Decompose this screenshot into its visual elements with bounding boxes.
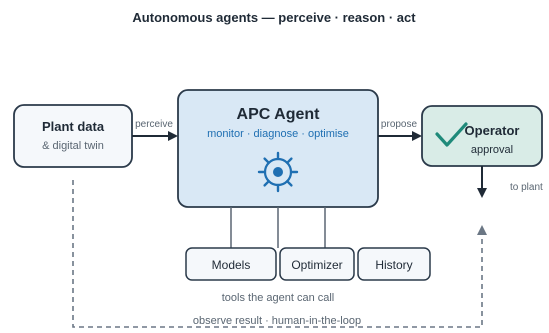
tool-optimizer: Optimizer	[279, 247, 355, 281]
diagram-title: Autonomous agents — perceive · reason · …	[132, 10, 416, 25]
operator-node: Operator approval	[421, 105, 543, 167]
apc-agent-node: APC Agent monitor · diagnose · optimise	[177, 89, 379, 208]
plant-data-title: Plant data	[42, 119, 105, 134]
tool-models-label: Models	[212, 258, 251, 272]
feedback-label: observe result · human-in-the-loop	[193, 315, 361, 327]
tools-caption: tools the agent can call	[222, 292, 335, 304]
feedback-loop-line	[72, 180, 487, 328]
checkmark-icon	[435, 122, 468, 147]
to-plant-label: to plant	[510, 182, 543, 193]
operator-title: Operator	[465, 123, 520, 138]
propose-label: propose	[381, 119, 418, 130]
perceive-label: perceive	[135, 119, 173, 130]
operator-subtitle: approval	[471, 144, 513, 156]
tool-history: History	[357, 247, 431, 281]
tool-optimizer-label: Optimizer	[291, 258, 342, 272]
tool-connectors	[230, 207, 326, 248]
plant-data-node: Plant data & digital twin	[13, 104, 133, 168]
apc-agent-title: APC Agent	[237, 106, 321, 123]
gear-icon	[257, 151, 299, 193]
plant-data-subtitle: & digital twin	[42, 140, 104, 152]
apc-agent-subtitle: monitor · diagnose · optimise	[207, 128, 349, 140]
tool-models: Models	[185, 247, 277, 281]
tool-history-label: History	[375, 258, 412, 272]
